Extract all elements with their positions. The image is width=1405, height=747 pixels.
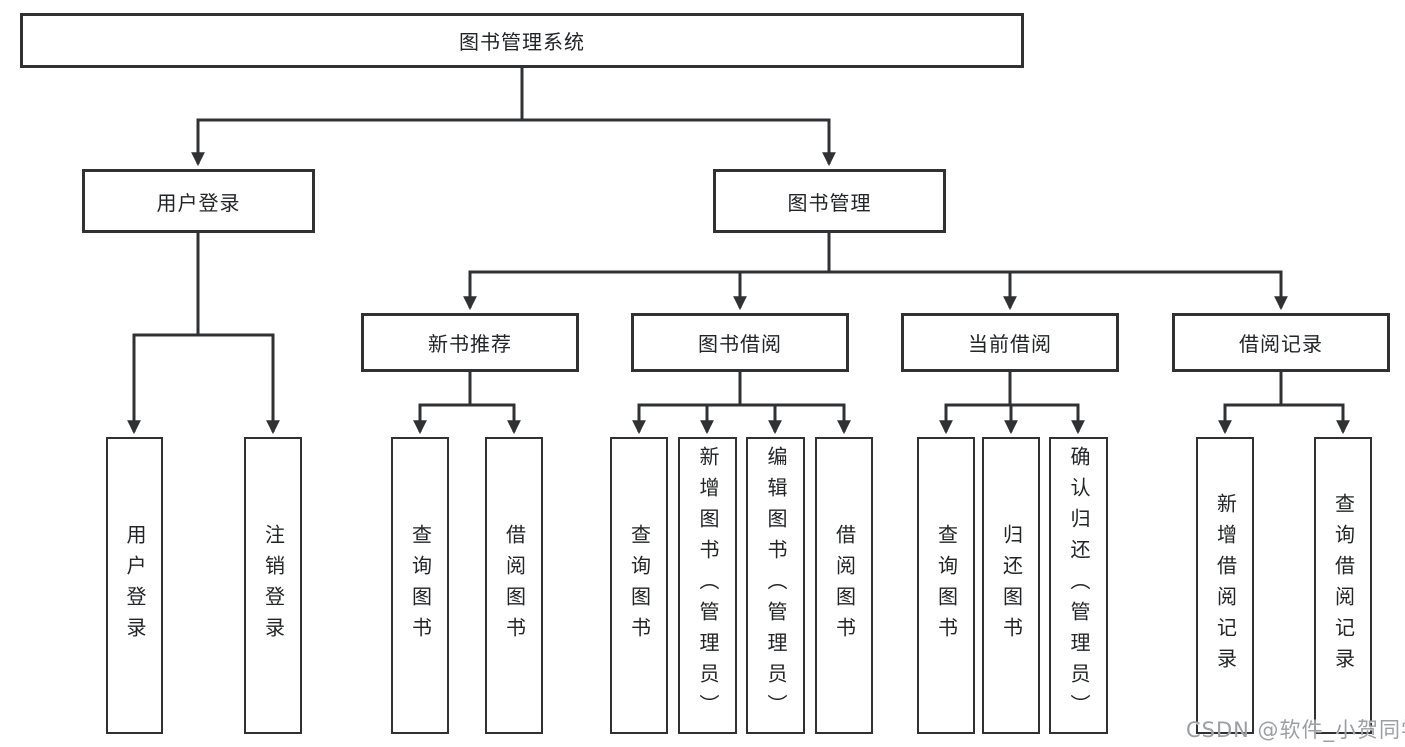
csdn-watermark: CSDN @软件_小贺同学 xyxy=(1186,718,1405,742)
leaf-label: 新增借阅记录 xyxy=(1213,492,1238,679)
node-library-management-system: 图书管理系统 xyxy=(20,13,1024,68)
leaf-label: 注销登录 xyxy=(261,523,286,648)
leaf-add-borrow-record: 新增借阅记录 xyxy=(1196,437,1254,734)
leaf-query-borrow-record: 查询借阅记录 xyxy=(1314,437,1372,734)
leaf-edit-book-admin: 编辑图书（管理员） xyxy=(746,437,805,734)
leaf-borrow-books: 借阅图书 xyxy=(815,437,873,734)
leaf-label: 查询图书 xyxy=(627,523,652,648)
leaf-query-books-current: 查询图书 xyxy=(917,437,975,734)
leaf-return-book: 归还图书 xyxy=(982,437,1040,734)
leaf-add-book-admin: 新增图书（管理员） xyxy=(678,437,737,734)
leaf-label: 借阅图书 xyxy=(502,523,527,648)
leaf-label: 用户登录 xyxy=(123,523,147,648)
leaf-borrow-books-recommend: 借阅图书 xyxy=(485,437,543,734)
leaf-query-books-recommend: 查询图书 xyxy=(391,437,449,734)
node-label: 当前借阅 xyxy=(968,332,1052,356)
node-label: 图书借阅 xyxy=(698,332,782,356)
node-current-borrowing: 当前借阅 xyxy=(901,313,1119,372)
node-label: 用户登录 xyxy=(156,190,241,215)
node-label: 借阅记录 xyxy=(1239,332,1323,356)
node-label: 图书管理系统 xyxy=(459,30,585,54)
leaf-label: 新增图书（管理员） xyxy=(696,446,720,725)
leaf-query-books-borrowing: 查询图书 xyxy=(610,437,668,734)
leaf-label: 归还图书 xyxy=(999,523,1024,648)
leaf-logout: 注销登录 xyxy=(244,437,302,734)
node-user-login: 用户登录 xyxy=(82,169,315,233)
node-label: 新书推荐 xyxy=(428,332,512,356)
node-borrowing-records: 借阅记录 xyxy=(1172,313,1390,372)
leaf-label: 借阅图书 xyxy=(832,523,857,648)
node-new-book-recommendation: 新书推荐 xyxy=(361,313,579,372)
node-book-borrowing: 图书借阅 xyxy=(631,313,849,372)
node-label: 图书管理 xyxy=(787,190,872,215)
leaf-label: 查询图书 xyxy=(934,523,959,648)
leaf-confirm-return-admin: 确认归还（管理员） xyxy=(1049,437,1108,734)
leaf-label: 编辑图书（管理员） xyxy=(764,446,788,725)
leaf-label: 查询图书 xyxy=(408,523,433,648)
leaf-label: 确认归还（管理员） xyxy=(1067,446,1091,725)
node-book-management: 图书管理 xyxy=(713,169,946,233)
leaf-user-login: 用户登录 xyxy=(106,437,163,734)
leaf-label: 查询借阅记录 xyxy=(1331,492,1356,679)
